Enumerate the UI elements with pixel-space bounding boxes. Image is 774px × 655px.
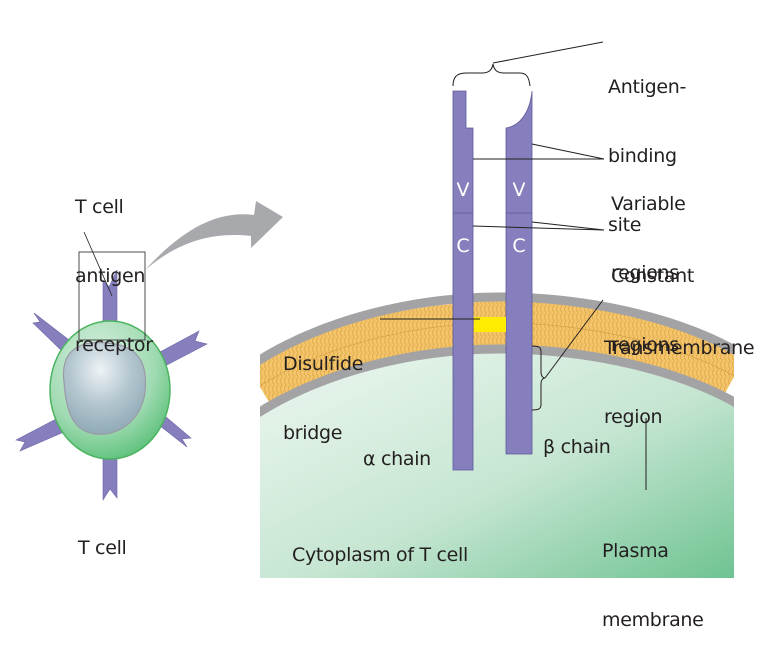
label-line: region bbox=[604, 406, 663, 428]
transmembrane-region-label: Transmembrane region bbox=[604, 291, 755, 452]
alpha-variable-label: V bbox=[457, 179, 470, 201]
disulfide-bridge-label: Disulfide bridge bbox=[283, 307, 363, 468]
label-line: Variable bbox=[611, 193, 686, 215]
t-cell-illustration bbox=[15, 231, 208, 502]
label-line: antigen bbox=[75, 265, 146, 287]
receptor-spike-bottom bbox=[102, 454, 118, 502]
beta-chain-label: β chain bbox=[543, 436, 611, 458]
constant-leader-alpha bbox=[472, 225, 605, 231]
label-line: Constant bbox=[611, 265, 695, 287]
cytoplasm-region bbox=[260, 350, 734, 578]
antigen-binding-leader bbox=[492, 41, 604, 64]
outer-phospholipid-heads bbox=[260, 292, 734, 366]
label-line: receptor bbox=[75, 334, 153, 356]
label-line: Antigen- bbox=[608, 76, 687, 98]
diagram-canvas: V V C C bbox=[15, 41, 734, 578]
label-line: Disulfide bbox=[283, 353, 364, 375]
alpha-constant-label: C bbox=[456, 235, 469, 257]
label-line: site bbox=[608, 214, 642, 236]
label-line: regions bbox=[611, 262, 679, 284]
constant-regions-label: Constant regions bbox=[611, 219, 694, 380]
label-line: binding bbox=[608, 145, 677, 167]
antigen-binding-site-label: Antigen- binding site bbox=[608, 30, 686, 260]
beta-chain bbox=[505, 90, 533, 455]
label-line: Transmembrane bbox=[604, 337, 755, 359]
transmembrane-leader bbox=[544, 299, 604, 379]
label-line: bridge bbox=[283, 422, 343, 444]
label-line: membrane bbox=[602, 609, 704, 631]
label-line: T cell bbox=[75, 196, 124, 218]
variable-leader-beta bbox=[531, 143, 605, 160]
leader-lines bbox=[380, 41, 647, 490]
tcr-detail: V V C C bbox=[452, 90, 533, 471]
tcr-leader-line bbox=[83, 231, 113, 297]
t-cell-label: T cell bbox=[78, 537, 127, 559]
label-line: regions bbox=[611, 334, 679, 356]
zoom-box bbox=[78, 251, 146, 341]
inner-phospholipid-heads bbox=[260, 344, 734, 418]
magnify-arrow bbox=[145, 201, 283, 270]
cytoplasm-label: Cytoplasm of T cell bbox=[292, 544, 469, 566]
nucleus bbox=[62, 341, 147, 435]
tcr-overview-label: T cell antigen receptor bbox=[75, 150, 153, 380]
antigen-binding-brace bbox=[452, 63, 531, 87]
plasma-membrane-label: Plasma membrane bbox=[602, 494, 704, 655]
alpha-chain-label: α chain bbox=[363, 448, 431, 470]
receptor-spike-upper-right bbox=[159, 330, 208, 367]
constant-leader-beta bbox=[531, 221, 605, 231]
disulfide-bridge bbox=[474, 317, 506, 332]
variable-regions-label: Variable regions bbox=[611, 147, 686, 308]
label-line: Plasma bbox=[602, 540, 669, 562]
beta-variable-label: V bbox=[513, 179, 526, 201]
beta-constant-label: C bbox=[512, 235, 525, 257]
receptor-spikes bbox=[15, 269, 208, 502]
alpha-chain bbox=[452, 90, 474, 471]
